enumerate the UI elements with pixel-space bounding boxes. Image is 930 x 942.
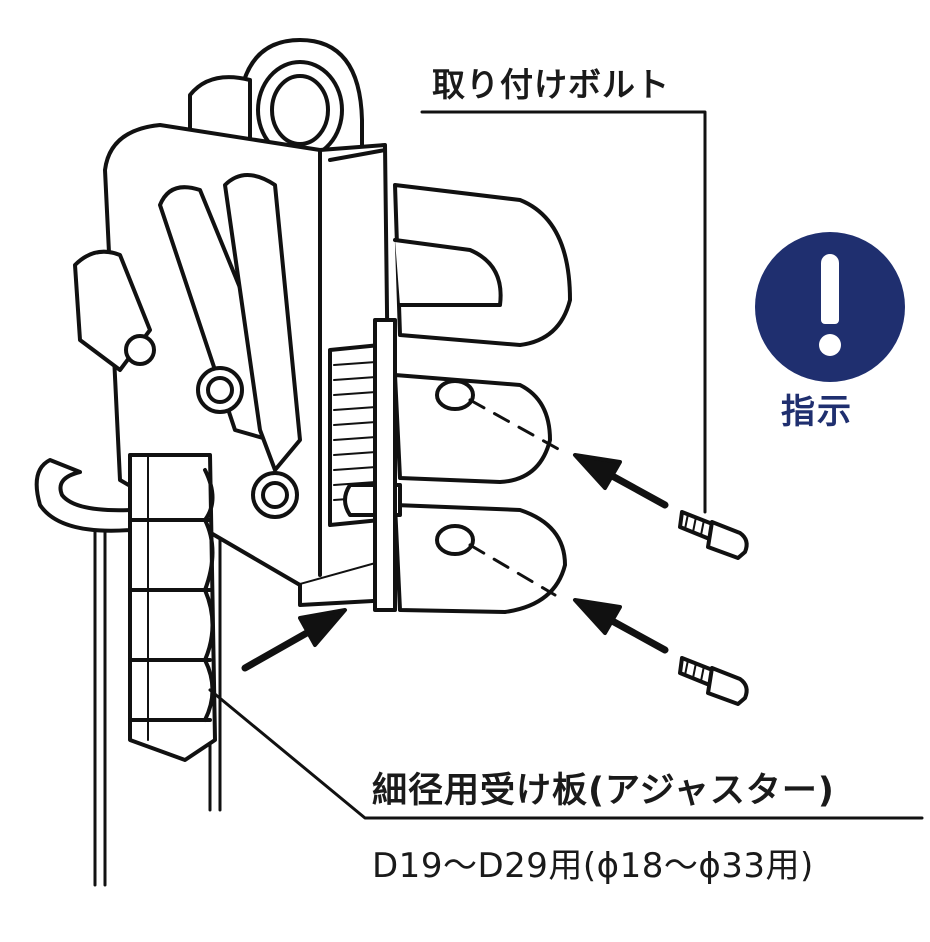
- exclamation-icon: [755, 232, 905, 382]
- notice-text: 指示: [781, 392, 853, 432]
- mounting-bolt-label: 取り付けボルト: [432, 65, 670, 104]
- gripping-jaw: [128, 453, 217, 762]
- size-range-label: D19〜D29用(ϕ18〜ϕ33用): [372, 846, 814, 886]
- clamp-levers: [73, 173, 302, 519]
- mounting-bolts: [678, 510, 749, 706]
- instruction-notice: 指示: [753, 232, 913, 432]
- bolt-insertion-paths: [468, 398, 562, 597]
- base-loop: [34, 458, 132, 533]
- adjuster-plate-label: 細径用受け板(アジャスター): [372, 771, 835, 811]
- adjuster-plates: [343, 183, 572, 614]
- leader-lines: [208, 110, 924, 820]
- insertion-arrows: [241, 453, 669, 672]
